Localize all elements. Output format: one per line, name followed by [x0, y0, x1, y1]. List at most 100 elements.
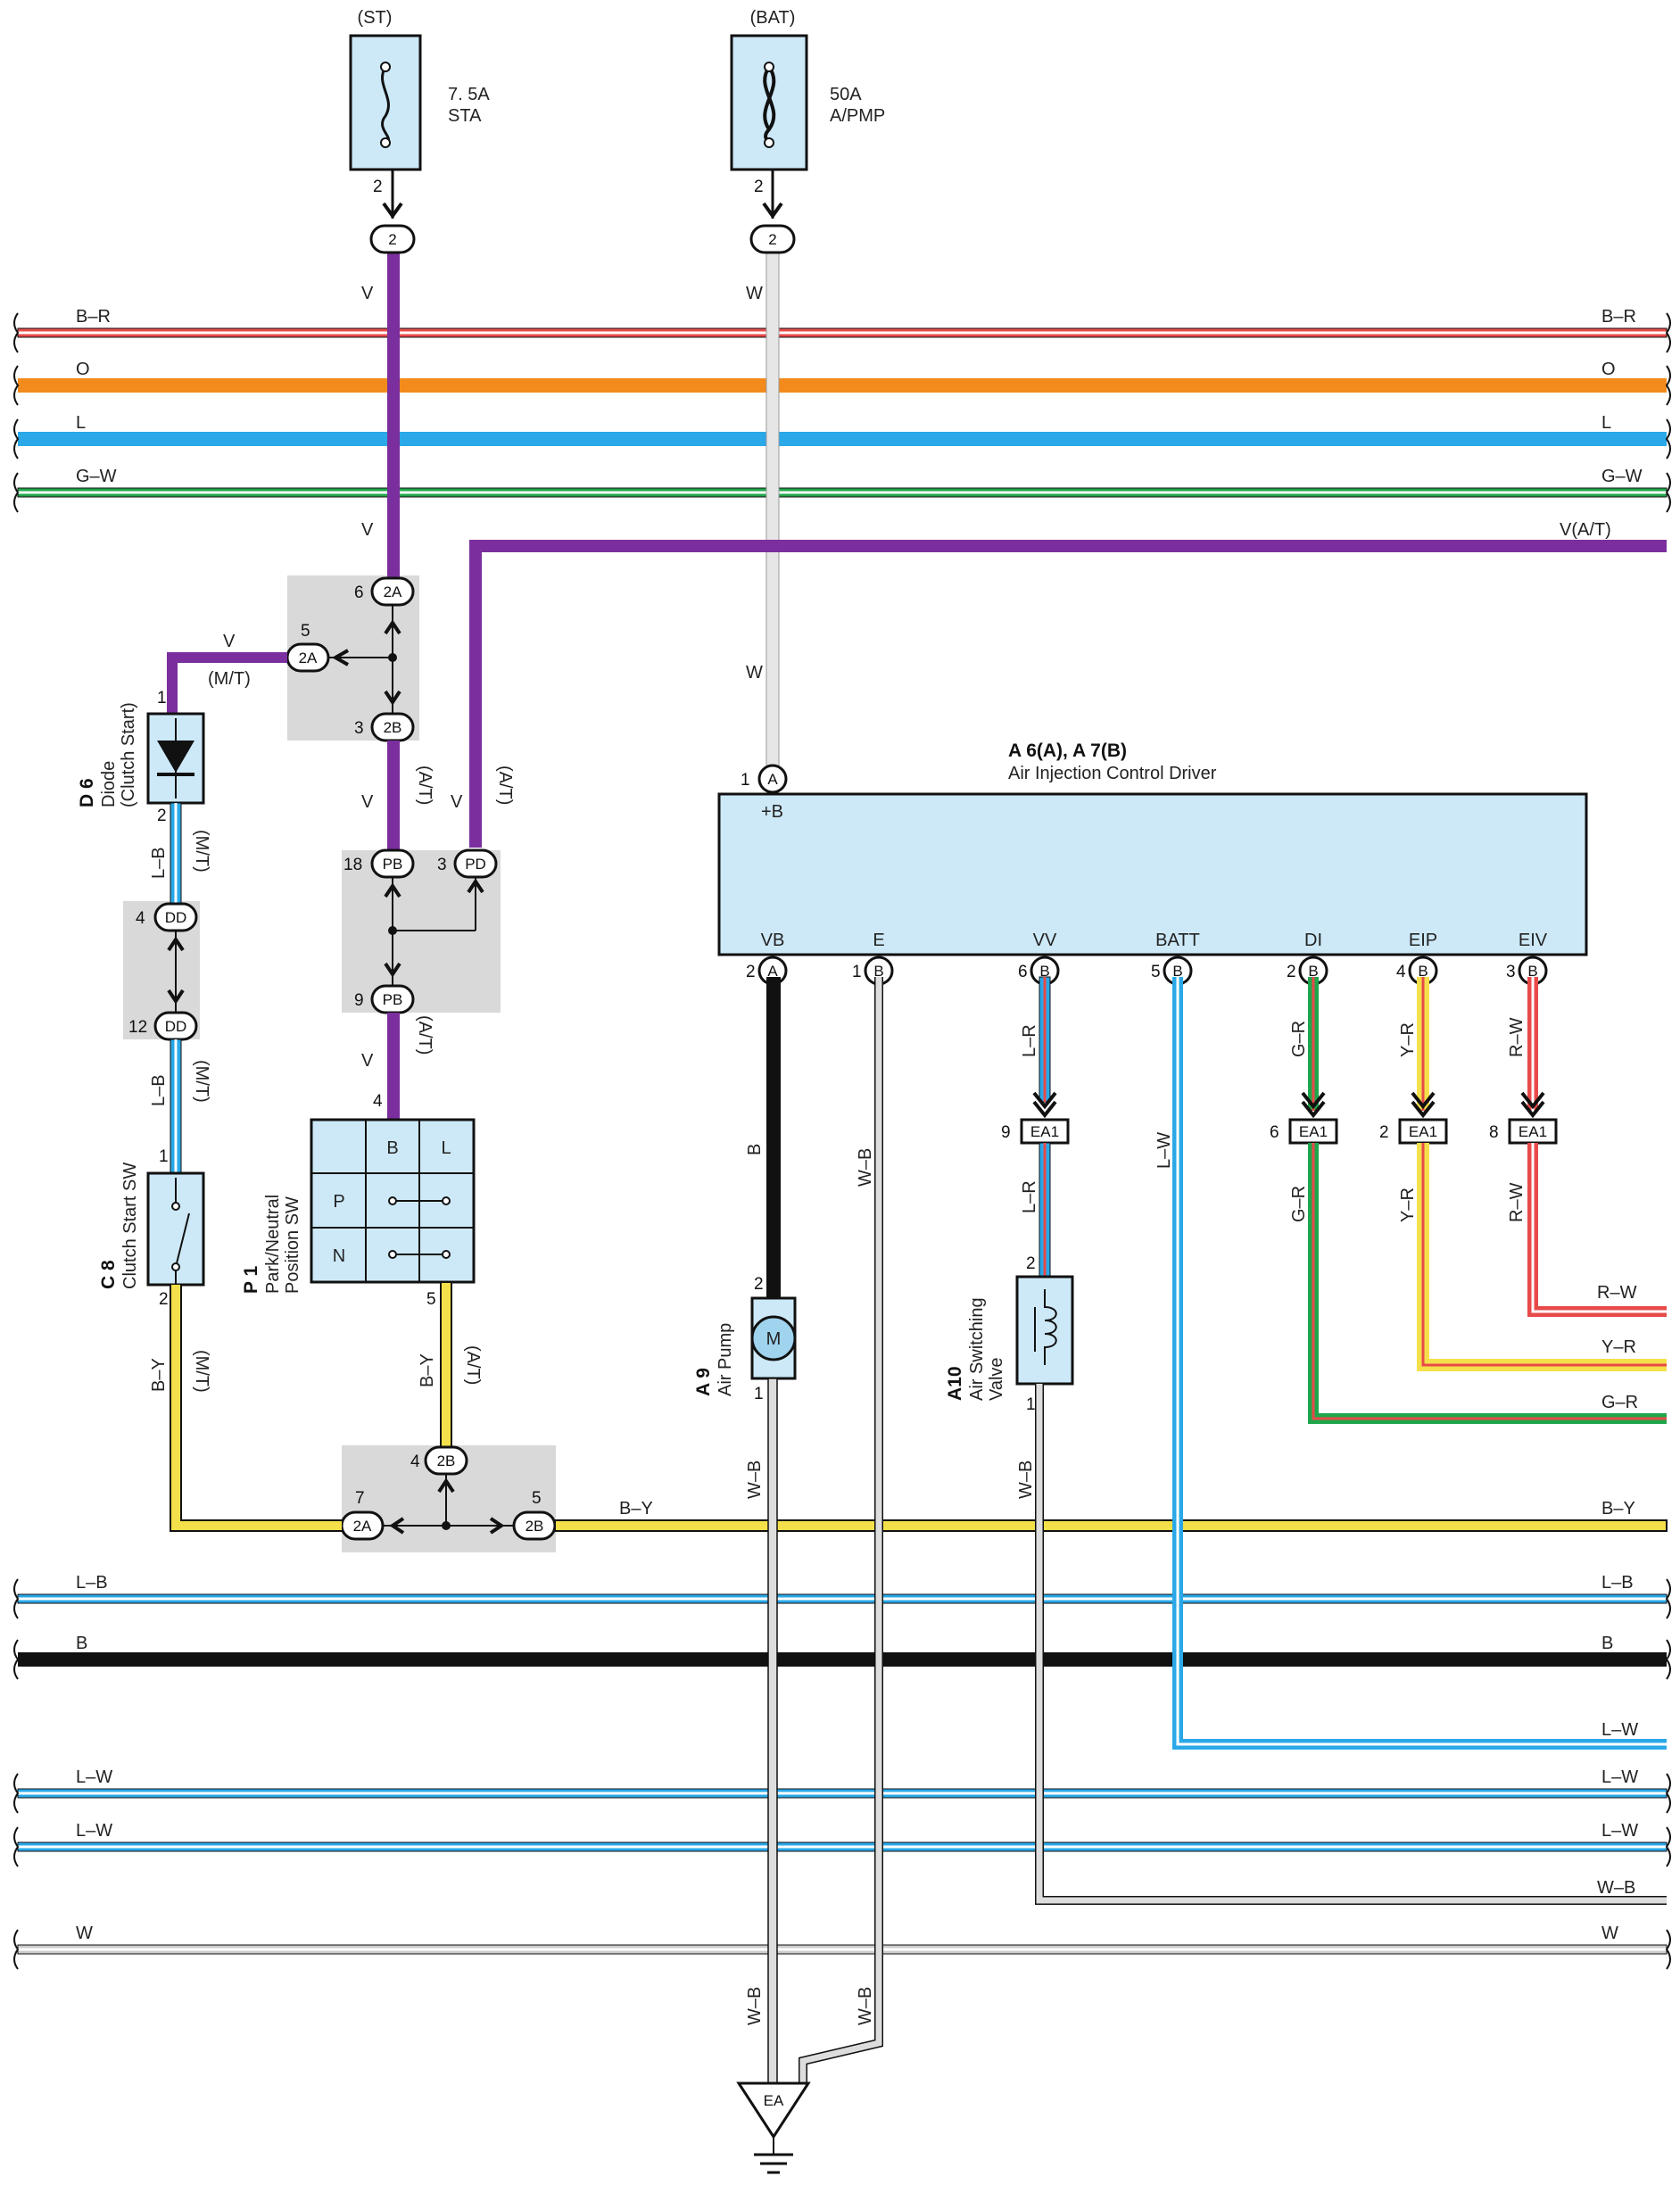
label-wb-1: W–B [745, 1461, 765, 1499]
bus-label-right: O [1601, 360, 1616, 379]
label-at-1: (A/T) [415, 765, 434, 805]
pin-3a: 3 [354, 719, 364, 738]
label-at-4: (A/T) [463, 1345, 483, 1385]
label-at-3: (A/T) [415, 1015, 434, 1055]
pin-4-lower: 4 [410, 1452, 420, 1471]
bus-label-left: B–R [76, 307, 111, 327]
label-gr-2: G–R [1289, 1186, 1309, 1222]
ecu-plus-b: +B [761, 802, 783, 822]
label-by-right: B–Y [1601, 1499, 1635, 1519]
label-mt-2: (M/T) [192, 830, 211, 873]
bus-label-left: L [76, 413, 86, 433]
label-wb-3: W–B [856, 1148, 875, 1187]
conn-2a-top: 2A [384, 583, 402, 600]
c8-id: C 8 [98, 1260, 119, 1289]
bus-label-left: L–W [76, 1767, 112, 1787]
ecu-terminal-conn: B [1527, 963, 1537, 980]
conn-2b-top: 2B [384, 719, 402, 736]
bus-wire-end [13, 365, 20, 406]
ecu-terminal-conn: B [873, 963, 883, 980]
conn-ea1-6: EA1 [1299, 1123, 1328, 1140]
label-mt-3: (M/T) [192, 1060, 211, 1103]
conn-pd-3: PD [465, 856, 486, 873]
label-v-mt: V [223, 632, 236, 651]
bus-wire-end [13, 1639, 20, 1680]
label-rw-1: R–W [1507, 1017, 1527, 1057]
wire-v-main [387, 241, 400, 589]
conn-ea1-9: EA1 [1030, 1123, 1059, 1140]
bus-wire-end [1665, 1578, 1671, 1619]
bus-wire-end [1665, 365, 1671, 406]
bus-label-right: L–W [1601, 1767, 1638, 1787]
label-by-3: B–Y [149, 1358, 169, 1392]
wire-v-at-2b [387, 741, 400, 857]
ecu-terminal-pin: 1 [852, 963, 862, 981]
label-v-at-right: V(A/T) [1560, 520, 1611, 540]
d6-name: Diode [99, 761, 119, 807]
bus-label-left: G–W [76, 467, 117, 486]
label-v-3: V [361, 792, 374, 812]
ground-ea: EA [764, 2092, 784, 2109]
pin-5a: 5 [301, 622, 310, 641]
p1-name: Park/Neutral [263, 1195, 283, 1294]
label-gr-right: G–R [1601, 1393, 1638, 1412]
bus-wire-end [1665, 1929, 1671, 1970]
fuse-st-source: (ST) [358, 8, 393, 28]
bus-wire-end [13, 312, 20, 353]
pin-2-c8: 2 [159, 1290, 169, 1309]
wire-v-at [469, 540, 1667, 848]
ecu-terminal-name: VV [1033, 931, 1057, 950]
label-rw-right: R–W [1597, 1283, 1637, 1303]
bus-label-right: W [1601, 1924, 1618, 1943]
wire-by-mt [170, 1285, 342, 1532]
bus-label-left: L–B [76, 1573, 108, 1593]
label-wb-right: W–B [1597, 1878, 1635, 1898]
ecu-top-conn: A [767, 771, 778, 788]
label-b-pump: B [745, 1144, 765, 1155]
fuse-bat-conn: 2 [768, 231, 776, 248]
bus-wire-end [13, 418, 20, 459]
label-w-1: W [746, 284, 763, 303]
pin-7: 7 [355, 1489, 365, 1508]
label-lw-right: L–W [1601, 1720, 1638, 1740]
pin-2-ea1: 2 [1379, 1123, 1389, 1142]
bus-label-right: L [1601, 413, 1611, 433]
bus-wire [18, 432, 1667, 446]
wire-by-at [440, 1281, 452, 1452]
label-yr-1: Y–R [1398, 1022, 1418, 1057]
pin-4-pnp: 4 [373, 1092, 383, 1111]
a9-id: A 9 [693, 1368, 714, 1396]
ecu-terminal-conn: B [1039, 963, 1049, 980]
a10-id: A10 [945, 1366, 965, 1401]
label-rw-2: R–W [1507, 1182, 1527, 1222]
label-wb-2: W–B [745, 1987, 765, 2025]
ecu-box [717, 792, 1588, 956]
a9-name: Air Pump [716, 1323, 735, 1396]
pin-1-d6: 1 [157, 689, 167, 708]
bus-wire-end [13, 1578, 20, 1619]
d6-sub: (Clutch Start) [119, 702, 138, 807]
conn-ea1-2: EA1 [1409, 1123, 1437, 1140]
label-by-1: B–Y [418, 1353, 437, 1387]
ecu-terminal-pin: 3 [1506, 963, 1516, 981]
bus-wire-end [13, 472, 20, 513]
motor-icon [750, 1315, 797, 1361]
fuse-bat-rating: 50A [830, 85, 862, 104]
bus-wire-end [13, 1773, 20, 1814]
ecu-title: A 6(A), A 7(B) [1008, 741, 1127, 761]
ecu-terminal-conn: B [1418, 963, 1428, 980]
wire-w-main [766, 240, 780, 777]
label-lw-batt: L–W [1154, 1132, 1174, 1169]
bus-wire [18, 1652, 1667, 1667]
ecu-terminal-pin: 6 [1018, 963, 1028, 981]
pin-1-a9: 1 [754, 1385, 764, 1403]
label-v-4: V [451, 792, 463, 812]
pin-2-a9: 2 [754, 1275, 764, 1294]
p1-row-n: N [333, 1246, 345, 1266]
p1-id: P 1 [241, 1266, 261, 1294]
ecu-terminal-name: BATT [1155, 931, 1200, 950]
ecu-name: Air Injection Control Driver [1008, 764, 1217, 783]
bus-label-left: L–W [76, 1821, 112, 1841]
label-wb-4: W–B [856, 1987, 875, 2025]
